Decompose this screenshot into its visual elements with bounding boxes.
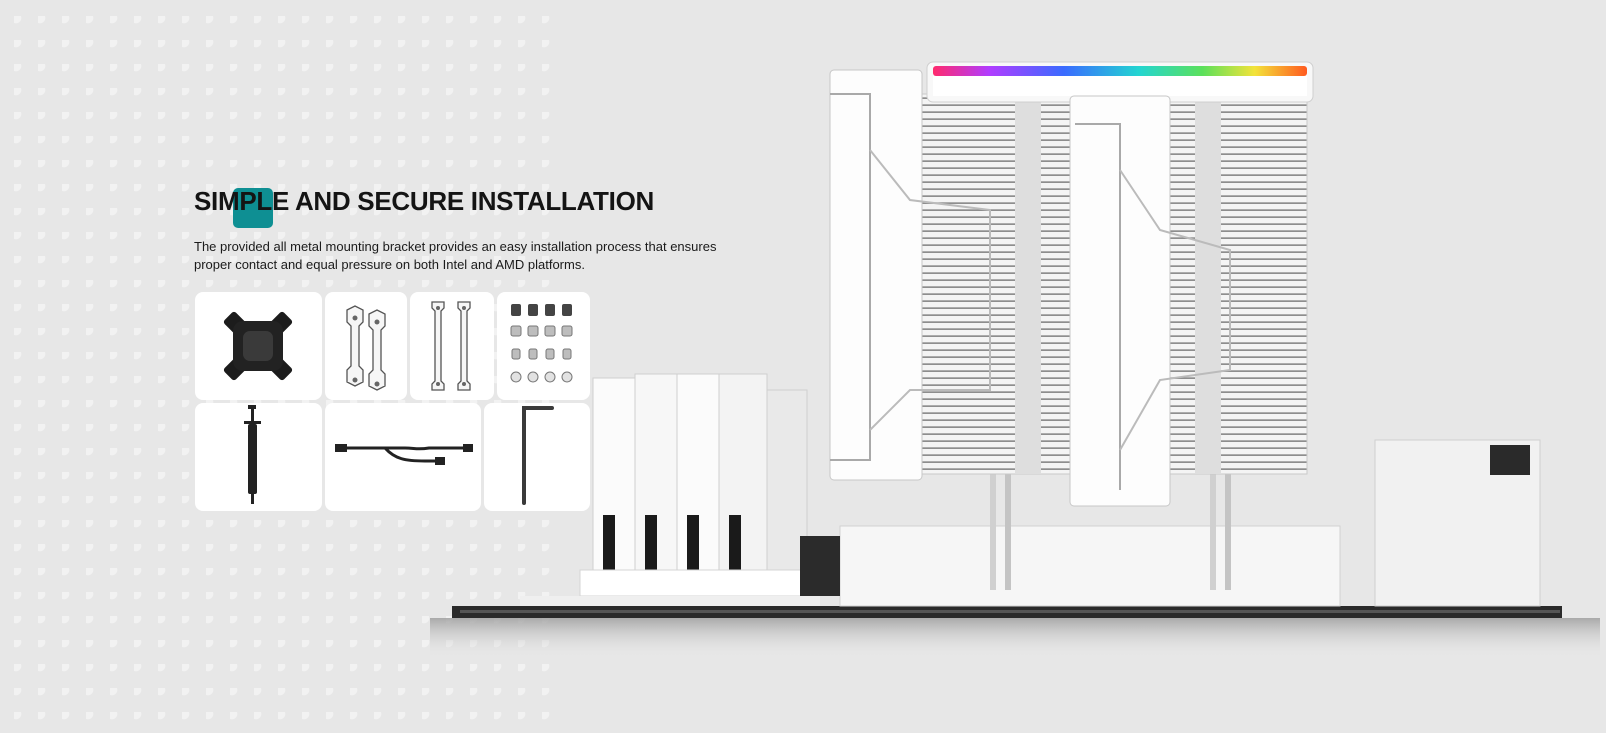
section-description: The provided all metal mounting bracket … [194,239,717,272]
accessory-card-intel-brackets [325,292,407,400]
screws-standoffs-icon [510,304,573,383]
cpu-cooler-illustration [430,61,1600,658]
title-accent-square [233,188,273,228]
accessory-card-backplate [195,292,322,400]
accessory-card-amd-brackets [410,292,494,400]
accessory-card-thermal-paste [195,403,322,511]
mounting-backplate-icon [223,311,293,381]
accessory-card-hex-key [484,403,590,511]
amd-brackets-icon [431,301,471,391]
hex-key-icon [522,406,554,505]
intel-brackets-icon [346,305,386,391]
accessory-card-splitter-cable [325,403,481,511]
section-title: SIMPLE AND SECURE INSTALLATION [194,186,654,216]
accessory-card-screws [497,292,590,400]
fan-splitter-cable-icon [335,444,473,465]
thermal-paste-syringe-icon [244,405,261,504]
cpu-cooler-product-image [430,50,1600,670]
